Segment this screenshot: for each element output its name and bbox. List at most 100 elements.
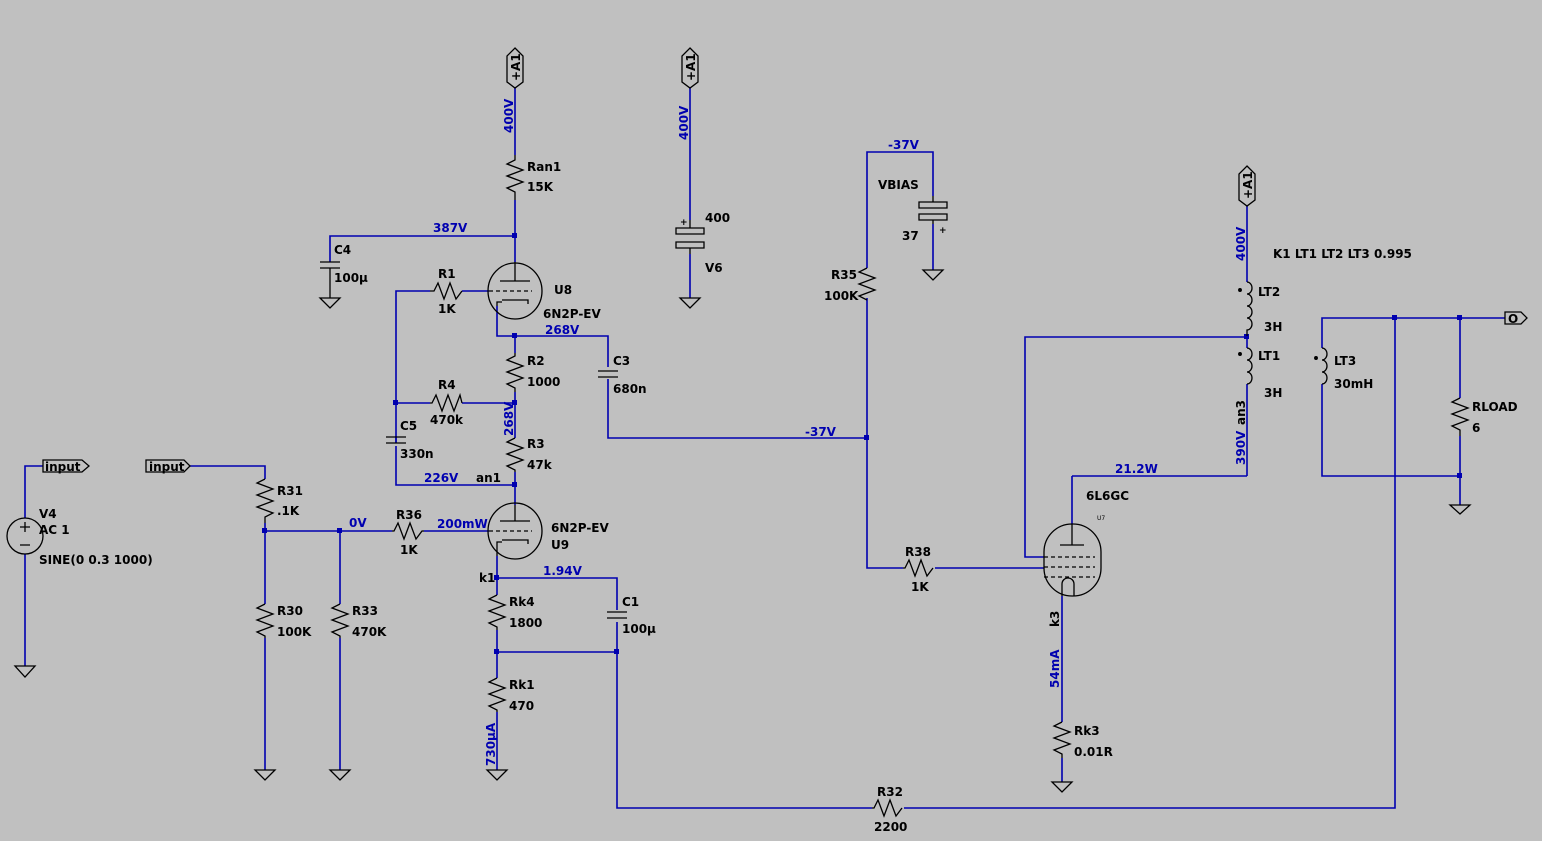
resistor-r30: R30 100K [255, 603, 312, 639]
resistor-r36: R36 1K [392, 508, 424, 557]
ground-symbols [13, 269, 1472, 793]
resistor-r31: R31 .1K [255, 478, 303, 523]
output-flag: O [1504, 311, 1528, 326]
net-k1: k1 [479, 571, 495, 585]
svg-text:R4: R4 [438, 378, 456, 392]
svg-text:R31: R31 [277, 484, 303, 498]
coupling-directive: K1 LT1 LT2 LT3 0.995 [1273, 247, 1412, 261]
svg-text:37: 37 [902, 229, 919, 243]
svg-text:LT1: LT1 [1258, 349, 1280, 363]
svg-text:+A1: +A1 [509, 53, 523, 81]
source-v6: + 400 V6 [675, 211, 730, 275]
svg-text:+: + [680, 218, 688, 228]
net-an1: an1 [476, 471, 501, 485]
svg-text:-37V: -37V [888, 138, 920, 152]
svg-text:C4: C4 [334, 243, 351, 257]
resistor-rk4: Rk4 1800 [487, 594, 542, 630]
svg-text:6L6GC: 6L6GC [1086, 489, 1129, 503]
svg-text:U8: U8 [554, 283, 572, 297]
resistor-rk1: Rk1 470 [487, 677, 535, 713]
svg-text:R30: R30 [277, 604, 303, 618]
svg-text:470: 470 [509, 699, 534, 713]
svg-text:400V: 400V [1234, 226, 1248, 261]
svg-text:O: O [1508, 312, 1518, 326]
svg-text:1000: 1000 [527, 375, 560, 389]
inductor-lt1: LT1 3H [1238, 347, 1282, 400]
source-v4: V4 AC 1 SINE(0 0.3 1000) [6, 507, 153, 567]
svg-text:R33: R33 [352, 604, 378, 618]
svg-text:input: input [45, 460, 81, 474]
svg-text:1K: 1K [438, 302, 456, 316]
capacitor-c3: C3 680n [598, 354, 647, 396]
resistor-r35: R35 100K [824, 267, 877, 303]
input-flag-1: input [42, 459, 90, 474]
svg-text:1.94V: 1.94V [543, 564, 583, 578]
svg-text:VBIAS: VBIAS [878, 178, 919, 192]
svg-text:0.01R: 0.01R [1074, 745, 1113, 759]
svg-text:2200: 2200 [874, 820, 907, 834]
svg-text:390V: 390V [1234, 430, 1248, 465]
svg-text:Ran1: Ran1 [527, 160, 561, 174]
resistor-ran1: Ran1 15K [505, 155, 561, 200]
resistor-rk3: Rk3 0.01R [1052, 721, 1113, 759]
inductor-lt3: LT3 30mH [1314, 347, 1373, 391]
svg-text:470k: 470k [430, 413, 464, 427]
svg-text:100K: 100K [824, 289, 859, 303]
svg-text:R38: R38 [905, 545, 931, 559]
svg-text:RLOAD: RLOAD [1472, 400, 1518, 414]
wires [24, 87, 1505, 809]
svg-text:R3: R3 [527, 437, 545, 451]
resistor-r2: R2 1000 [505, 353, 560, 392]
resistor-r32: R32 2200 [872, 785, 907, 834]
svg-text:R1: R1 [438, 267, 456, 281]
svg-text:268V: 268V [502, 401, 516, 436]
svg-text:R36: R36 [396, 508, 422, 522]
svg-text:Rk3: Rk3 [1074, 724, 1100, 738]
capacitor-c4: C4 100µ [320, 243, 368, 298]
svg-text:C1: C1 [622, 595, 639, 609]
svg-text:+: + [939, 226, 947, 236]
svg-text:100µ: 100µ [334, 271, 368, 285]
input-flag-2: input [145, 459, 191, 474]
svg-text:U9: U9 [551, 538, 569, 552]
junction-dots [262, 233, 1462, 654]
svg-text:400V: 400V [677, 105, 691, 140]
svg-text:470K: 470K [352, 625, 387, 639]
resistor-r4: R4 470k [430, 378, 464, 427]
svg-text:input: input [149, 460, 185, 474]
svg-text:21.2W: 21.2W [1115, 462, 1158, 476]
svg-text:R35: R35 [831, 268, 857, 282]
svg-text:C3: C3 [613, 354, 630, 368]
svg-text:LT3: LT3 [1334, 354, 1356, 368]
svg-text:LT2: LT2 [1258, 285, 1280, 299]
resistor-r38: R38 1K [903, 545, 934, 594]
svg-text:3H: 3H [1264, 386, 1282, 400]
triode-u8: U8 6N2P-EV [487, 262, 602, 321]
svg-text:SINE(0 0.3 1000): SINE(0 0.3 1000) [39, 553, 153, 567]
net-k3: k3 [1048, 611, 1062, 627]
svg-text:0V: 0V [349, 516, 367, 530]
svg-text:400: 400 [705, 211, 730, 225]
resistor-r1: R1 1K [430, 267, 463, 316]
svg-text:680n: 680n [613, 382, 647, 396]
svg-text:400V: 400V [502, 98, 516, 133]
svg-text:1K: 1K [911, 580, 929, 594]
svg-text:Rk4: Rk4 [509, 595, 535, 609]
svg-text:+A1: +A1 [1241, 171, 1255, 199]
svg-text:268V: 268V [545, 323, 580, 337]
svg-text:1800: 1800 [509, 616, 542, 630]
svg-text:U7: U7 [1097, 515, 1105, 522]
svg-text:C5: C5 [400, 419, 417, 433]
a1-flag-1: +A1 [506, 47, 524, 89]
svg-text:730µA: 730µA [484, 722, 498, 766]
svg-text:.1K: .1K [277, 504, 300, 518]
svg-text:6N2P-EV: 6N2P-EV [551, 521, 610, 535]
svg-text:54mA: 54mA [1048, 649, 1062, 688]
svg-text:1K: 1K [400, 543, 418, 557]
a1-flag-2: +A1 [681, 47, 699, 89]
svg-text:-37V: -37V [805, 425, 837, 439]
measurements: 400V 400V 400V 387V 268V 268V 226V 0V 20… [349, 98, 1248, 766]
svg-text:R2: R2 [527, 354, 545, 368]
svg-text:226V: 226V [424, 471, 459, 485]
